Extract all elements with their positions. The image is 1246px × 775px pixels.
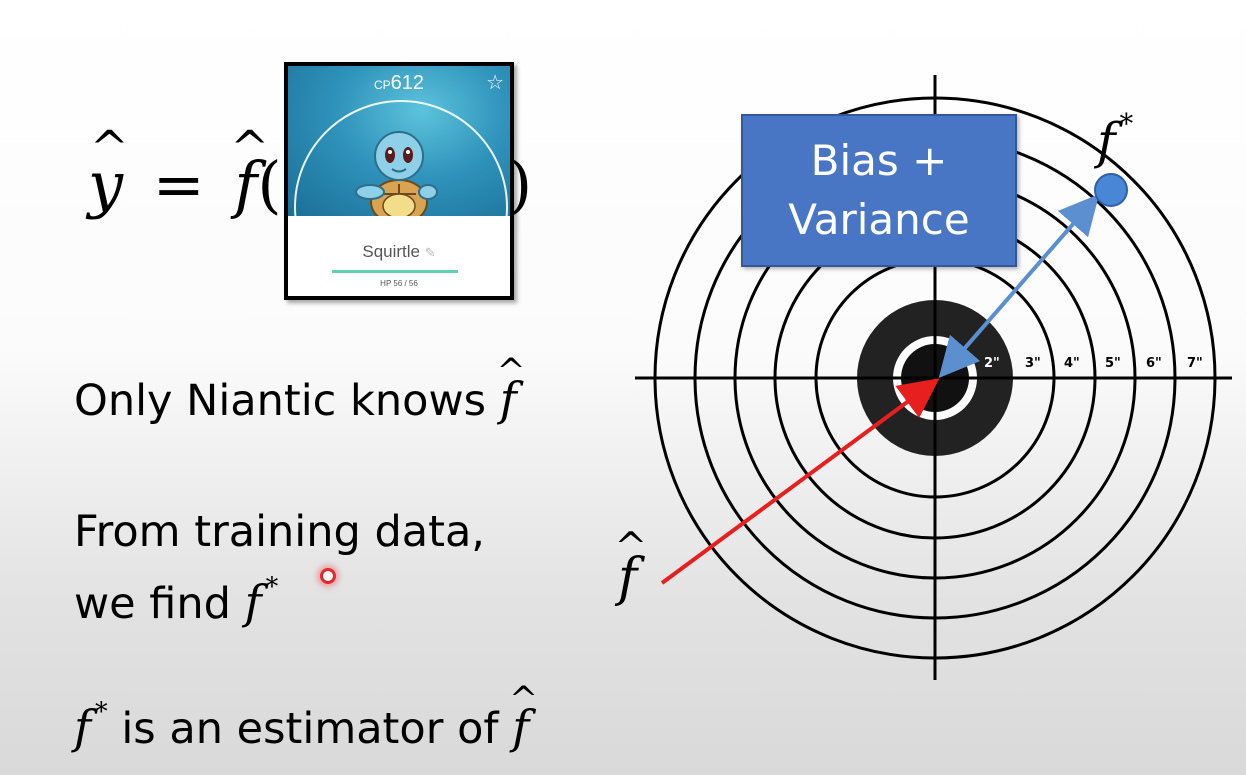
ring-labels: 2" [984,356,1000,371]
ring-label-7: 7" [1187,356,1203,371]
ring-label-5: 5" [1105,356,1121,371]
f-hat-arrow [660,378,940,585]
equation: y = f( [88,148,282,221]
f-hat-symbol: f [512,700,529,755]
ring-label-6: 6" [1146,356,1162,371]
f-star-point [1094,173,1128,207]
f-hat-label: f [618,548,637,608]
pencil-icon: ✎ [424,245,436,260]
cp-prefix: CP [373,78,391,92]
card-cp: CP612 [288,72,510,95]
statement-only-text: Only Niantic knows [74,376,487,426]
f-star-label: f* [1097,108,1134,170]
f-star-symbol: f* [244,572,279,629]
f-hat-symbol: f [234,148,257,221]
ring-label-4: 4" [1064,356,1080,371]
bias-variance-box: Bias + Variance [741,114,1017,267]
bias-variance-arrow [938,193,1100,379]
pokemon-name: Squirtle [362,242,420,261]
equals-sign: = [152,148,205,221]
statement-we-find: we find f* [74,572,278,630]
bias-variance-line2: Variance [788,194,970,244]
y-hat-symbol: y [88,148,123,221]
hp-bar [332,270,458,273]
ring-label-3: 3" [1025,356,1041,371]
card-name: Squirtle ✎ [288,242,510,262]
squirtle-icon [355,131,438,230]
f-hat-symbol: f [500,372,517,427]
statement-we-find-text: we find [74,578,231,629]
cursor-indicator [320,568,336,584]
card-hp: HP 56 / 56 [380,279,418,288]
pokemon-card: CP612 ☆ Squirtle ✎ HP 56 / 56 [284,62,514,300]
bias-variance-line1: Bias + [810,135,948,185]
statement-training-data: From training data, [74,507,485,557]
statement-only-niantic: Only Niantic knows f [74,372,517,428]
f-star-symbol: f* [74,697,108,754]
card-lower-panel [288,216,510,296]
statement-estimator-text: is an estimator of [121,703,499,754]
star-icon: ☆ [486,72,504,94]
card-arc [294,100,508,296]
cp-value: 612 [390,72,425,94]
statement-estimator: f* is an estimator of f [74,697,529,755]
ring-label-2: 2" [984,356,1000,371]
